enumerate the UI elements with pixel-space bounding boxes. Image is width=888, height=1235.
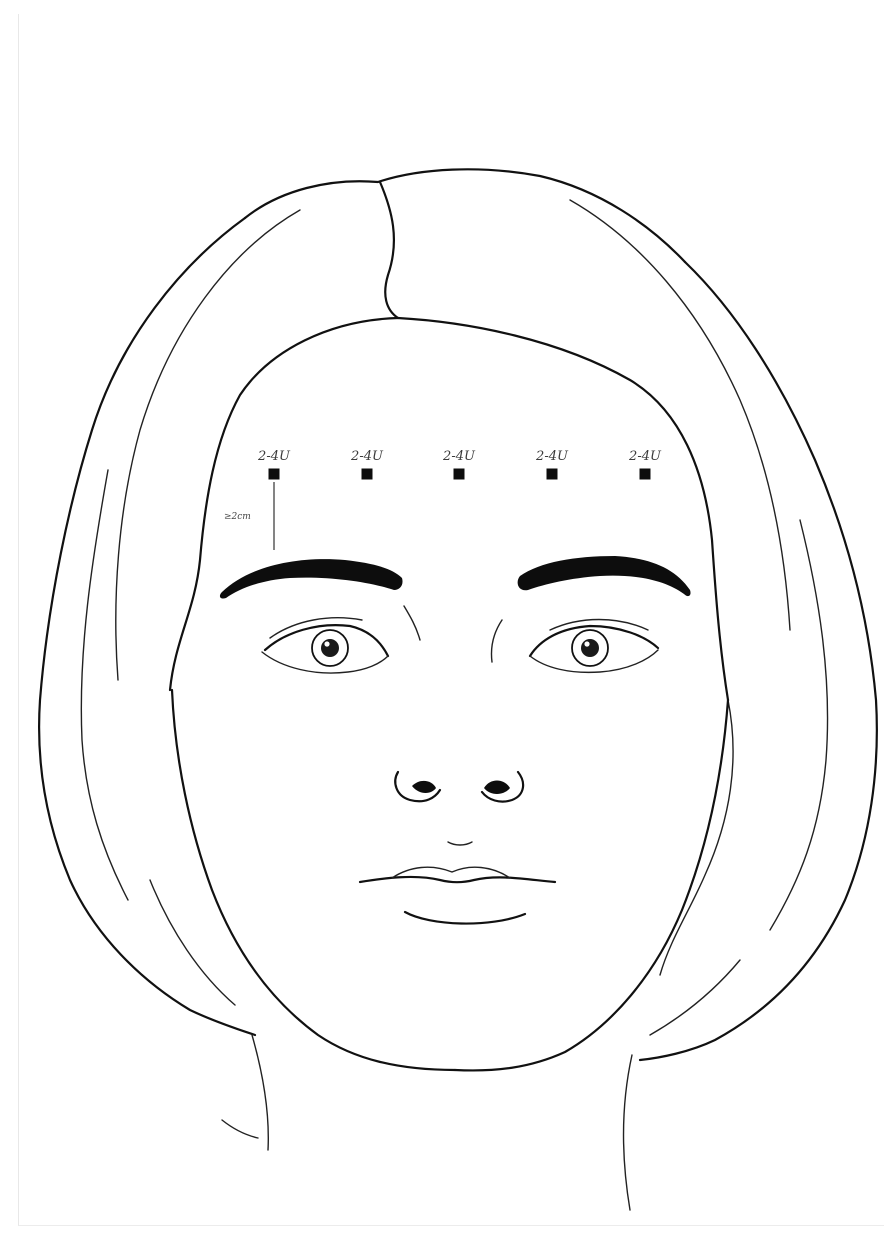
left-eyebrow xyxy=(220,559,403,598)
injection-marker xyxy=(269,469,280,480)
injection-point-5: 2-4U xyxy=(628,449,662,480)
hair-crown-outline xyxy=(245,169,685,262)
injection-point-1: 2-4U xyxy=(257,449,291,480)
injection-markers: 2-4U 2-4U 2-4U 2-4U 2-4U xyxy=(257,449,662,480)
hair-left-strand-3 xyxy=(150,880,235,1005)
lower-lip xyxy=(405,912,525,924)
injection-point-2: 2-4U xyxy=(350,449,384,480)
nose xyxy=(395,606,523,845)
neck-left-shadow xyxy=(222,1120,258,1138)
neck-left xyxy=(252,1035,268,1150)
philtrum xyxy=(448,842,472,845)
injection-marker xyxy=(362,469,373,480)
distance-label: ≥2cm xyxy=(224,512,251,522)
injection-marker xyxy=(640,469,651,480)
hair-left-outer xyxy=(39,218,255,1035)
eyebrows xyxy=(220,556,691,599)
injection-dose-label: 2-4U xyxy=(628,449,662,464)
mouth xyxy=(360,867,555,923)
nose-bridge-left xyxy=(404,606,420,640)
injection-marker xyxy=(454,469,465,480)
hair-left-frame xyxy=(170,318,398,690)
hair-right-frame xyxy=(398,318,728,700)
right-eye xyxy=(530,620,658,673)
injection-point-4: 2-4U xyxy=(535,449,569,480)
distance-indicator: ≥2cm xyxy=(224,482,274,550)
injection-dose-label: 2-4U xyxy=(257,449,291,464)
hair-right-strand-2 xyxy=(770,520,828,930)
right-nostril xyxy=(484,781,510,795)
injection-dose-label: 2-4U xyxy=(535,449,569,464)
hair-right-strand-3 xyxy=(650,960,740,1035)
injection-dose-label: 2-4U xyxy=(442,449,476,464)
face-left-contour xyxy=(172,690,455,1070)
lips-line xyxy=(360,877,555,882)
neck-right xyxy=(623,1055,632,1210)
hair-part xyxy=(380,182,398,318)
injection-dose-label: 2-4U xyxy=(350,449,384,464)
hair-right-outer xyxy=(640,262,877,1060)
face-right-contour xyxy=(455,700,728,1070)
nose-bridge-right xyxy=(491,620,502,662)
right-eyebrow xyxy=(518,556,691,596)
hair xyxy=(39,169,877,1060)
hair-left-strand-1 xyxy=(116,210,300,680)
eyes xyxy=(262,618,658,673)
injection-marker xyxy=(547,469,558,480)
left-nostril xyxy=(412,781,436,793)
face-outline xyxy=(172,690,728,1210)
left-eye xyxy=(262,618,388,673)
injection-point-3: 2-4U xyxy=(442,449,476,480)
